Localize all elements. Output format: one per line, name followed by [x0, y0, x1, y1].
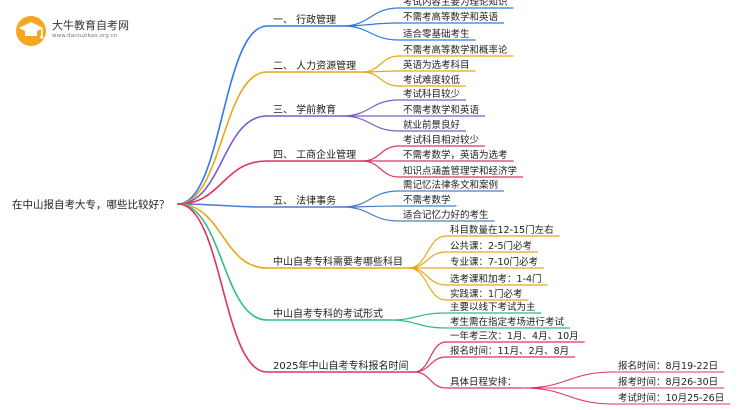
branch-label-8: 2025年中山自考专科报名时间: [273, 359, 408, 372]
sub-leaf-label: 报考时间：8月26-30日: [618, 376, 718, 388]
branch-label-7: 中山自考专科的考试形式: [273, 307, 383, 320]
leaf-label: 就业前景良好: [403, 119, 461, 131]
branch-label-5: 五、 法律事务: [273, 194, 336, 207]
leaf-label: 不需考高等数学和概率论: [403, 44, 508, 56]
branch-label-6: 中山自考专科需要考哪些科目: [273, 255, 403, 268]
leaf-label: 不需考数学，英语为选考: [403, 149, 508, 161]
leaf-label: 适合记忆力好的考生: [403, 209, 489, 221]
leaf-label: 考试科目相对较少: [403, 134, 480, 146]
branch-label-2: 二、 人力资源管理: [273, 59, 356, 72]
leaf-label: 考生需在指定考场进行考试: [450, 316, 565, 328]
leaf-label: 知识点涵盖管理学和经济学: [403, 165, 517, 177]
logo: 大牛教育自考网 www.daniuzikao.org.cn: [14, 14, 164, 48]
leaf-label: 英语为选考科目: [403, 59, 470, 71]
leaf-label: 一年考三次：1月、4月、10月: [450, 330, 579, 342]
leaf-label: 考试科目较少: [403, 88, 461, 100]
logo-subtitle: www.daniuzikao.org.cn: [52, 33, 118, 39]
branch-label-3: 三、 学前教育: [273, 103, 336, 116]
branch-label-1: 一、 行政管理: [273, 13, 336, 26]
leaf-label: 适合零基础考生: [403, 28, 470, 40]
leaf-label: 公共课：2-5门必考: [450, 240, 532, 252]
leaf-label: 不需考数学和英语: [403, 104, 480, 116]
leaf-label: 科目数量在12-15门左右: [450, 224, 554, 236]
leaf-label: 专业课：7-10门必考: [450, 256, 538, 268]
leaf-label: 主要以线下考试为主: [450, 301, 536, 313]
root-topic: 在中山报自考大专，哪些比较好？: [12, 198, 170, 211]
leaf-label: 报名时间：11月、2月、8月: [450, 345, 569, 357]
sub-leaf-label: 报名时间：8月19-22日: [618, 360, 718, 372]
leaf-label: 选考课和加考：1-4门: [450, 273, 542, 285]
logo-title: 大牛教育自考网: [52, 19, 129, 32]
leaf-label: 需记忆法律条文和案例: [403, 179, 498, 191]
leaf-label: 不需考高等数学和英语: [403, 11, 499, 23]
branch-label-4: 四、 工商企业管理: [273, 148, 356, 161]
leaf-label: 具体日程安排：: [450, 376, 517, 388]
leaf-label: 实践课：1门必考: [450, 288, 523, 300]
leaf-label: 考试难度较低: [403, 74, 461, 86]
sub-leaf-label: 考试时间：10月25-26日: [618, 392, 724, 404]
leaf-label: 不需考数学: [403, 194, 451, 206]
leaf-label: 考试内容主要为理论知识: [403, 0, 508, 8]
graduation-cap-icon: [16, 16, 46, 46]
